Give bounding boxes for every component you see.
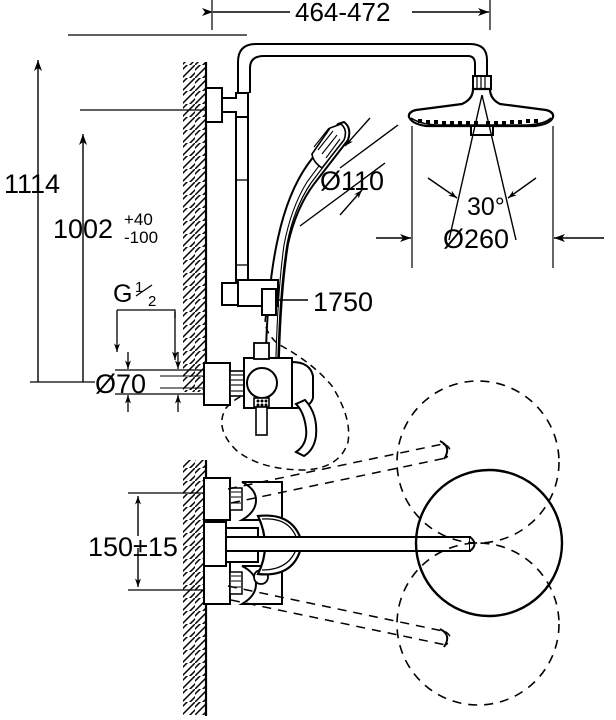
dim-d70-label: Ø70 <box>95 369 146 399</box>
dim-150-15-label: 150±15 <box>88 532 178 562</box>
dim-1002-tol-minus: -100 <box>124 228 158 247</box>
shower-rail-holder <box>221 279 279 316</box>
dim-head-diameter: Ø260 <box>376 126 604 268</box>
thread-denominator: 2 <box>148 293 156 310</box>
spout-swivel-range <box>227 380 564 706</box>
single-lever-shower-mixer <box>203 342 318 458</box>
dim-464-472-label: 464-472 <box>295 0 390 27</box>
dim-d110-label: Ø110 <box>320 166 384 196</box>
thread-g-letter: G <box>113 280 132 308</box>
dim-d260-label: Ø260 <box>443 224 509 254</box>
dim-1114-label: 1114 <box>4 169 60 199</box>
dim-hand-shower-diameter: Ø110 <box>299 117 399 227</box>
dim-overall-height: 1114 <box>4 34 212 382</box>
dim-inlet-spacing: Ø70 <box>95 352 205 412</box>
dim-1002-tol-plus: +40 <box>124 210 153 229</box>
dim-30deg-label: 30° <box>467 193 505 221</box>
bath-filler-spout <box>203 477 476 605</box>
dim-top-horizontal: 464-472 <box>202 0 491 30</box>
dim-spout-height: 150±15 <box>88 492 206 591</box>
dim-1750-label: 1750 <box>313 287 373 317</box>
label-hose-length: 1750 <box>278 287 373 317</box>
dim-1002-label: 1002 <box>53 214 113 244</box>
hatched-wall <box>183 62 208 716</box>
shower-hose <box>221 314 350 471</box>
dim-mixer-height: 1002 +40 -100 <box>53 109 212 382</box>
label-thread-g-half: G 1 2 <box>113 279 178 360</box>
hand-shower <box>262 120 351 394</box>
head-shower <box>407 75 555 136</box>
thread-numerator: 1 <box>135 279 143 296</box>
dim-spray-angle: 30° <box>427 94 537 241</box>
shower-riser-pipe <box>205 34 488 282</box>
